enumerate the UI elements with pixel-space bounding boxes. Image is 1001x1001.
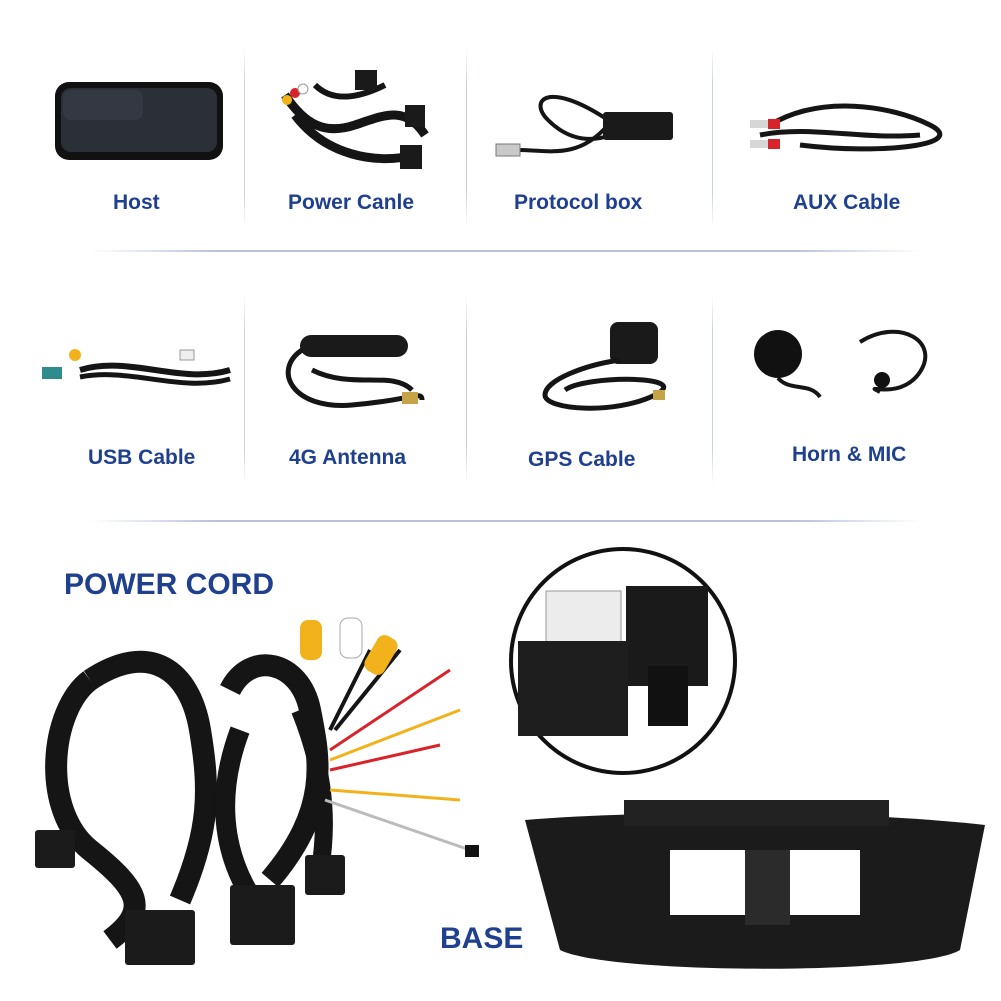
power-cable-image: [281, 70, 429, 169]
horn-mic-image: [754, 329, 928, 399]
usb-cable-image: [42, 349, 231, 386]
aux-cable-label: AUX Cable: [793, 191, 901, 214]
divider-h-1: [90, 250, 920, 252]
power-cord-title: POWER CORD: [64, 568, 274, 601]
divider-v-4: [244, 295, 245, 485]
host-screen-image: [55, 82, 223, 160]
base-bracket-image: [525, 800, 985, 969]
usb-cable-label: USB Cable: [88, 446, 196, 469]
gps-cable-image: [542, 322, 667, 411]
divider-v-6: [712, 295, 713, 485]
power-canle-label: Power Canle: [288, 191, 415, 214]
base-title: BASE: [440, 922, 524, 955]
divider-v-2: [466, 48, 467, 228]
4g-antenna-label: 4G Antenna: [289, 446, 407, 469]
4g-antenna-image: [285, 335, 425, 408]
aux-cable-image: [750, 103, 943, 152]
divider-h-2: [90, 520, 920, 522]
power-cord-image: [35, 617, 479, 965]
protocol-box-label: Protocol box: [514, 191, 643, 214]
divider-v-3: [712, 48, 713, 228]
host-label: Host: [113, 191, 160, 214]
divider-v-5: [466, 295, 467, 485]
divider-v-1: [244, 48, 245, 228]
connector-closeup-image: [509, 547, 737, 775]
horn-mic-label: Horn & MIC: [792, 443, 907, 466]
gps-cable-label: GPS Cable: [528, 448, 636, 471]
protocol-box-image: [495, 94, 673, 157]
